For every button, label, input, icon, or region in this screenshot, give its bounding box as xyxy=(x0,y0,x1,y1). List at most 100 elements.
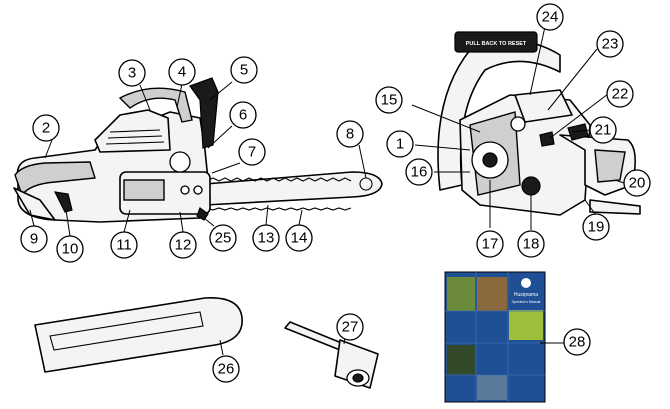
callout-20: 20 xyxy=(623,169,651,197)
leader-line xyxy=(547,48,598,111)
clutch-cover-panel xyxy=(123,179,165,201)
callout-circle xyxy=(336,313,364,341)
callout-circle xyxy=(386,130,414,158)
cooling-fins xyxy=(105,129,165,145)
guide-bar xyxy=(204,171,383,206)
rear-view-bar-stub xyxy=(589,199,641,215)
manual-photo-4 xyxy=(447,345,475,375)
callout-number: 27 xyxy=(342,319,359,336)
bar-cover xyxy=(34,297,243,373)
callout-circle xyxy=(110,231,138,259)
leader-line xyxy=(203,217,215,227)
callout-8: 8 xyxy=(336,120,364,148)
callout-4: 4 xyxy=(168,58,196,86)
manual-photo-2 xyxy=(477,277,507,311)
callout-13: 13 xyxy=(252,224,280,252)
callout-number: 16 xyxy=(411,164,428,181)
leader-lines xyxy=(29,21,625,356)
leader-line xyxy=(44,139,53,159)
operators-manual: Husqvarna Operator's Manual xyxy=(444,271,546,403)
callout-number: 17 xyxy=(482,236,499,253)
chainsaw-side-view xyxy=(13,77,383,223)
callout-number: 24 xyxy=(542,9,559,26)
callout-circle xyxy=(285,224,313,252)
bar-nut-rear xyxy=(193,185,203,195)
chain-brake-guard xyxy=(189,77,219,149)
oil-cap xyxy=(510,116,526,132)
callout-number: 22 xyxy=(612,86,629,103)
callout-22: 22 xyxy=(606,80,634,108)
rear-handle-grip xyxy=(594,149,626,183)
callout-number: 5 xyxy=(240,62,248,79)
callout-7: 7 xyxy=(238,138,266,166)
leader-line xyxy=(176,83,183,108)
callout-number: 3 xyxy=(128,65,136,82)
callout-circle xyxy=(536,3,564,31)
callout-number: 2 xyxy=(42,120,50,137)
callout-circle xyxy=(169,231,197,259)
callout-number: 9 xyxy=(30,231,38,248)
leader-line xyxy=(65,209,71,237)
callout-number: 13 xyxy=(258,230,275,247)
callout-27: 27 xyxy=(336,313,364,341)
callout-number: 8 xyxy=(346,126,354,143)
callout-number: 12 xyxy=(175,237,192,254)
callout-number: 25 xyxy=(215,230,232,247)
callout-number: 23 xyxy=(602,36,619,53)
leader-line xyxy=(298,209,303,226)
callout-circle xyxy=(238,138,266,166)
leader-line xyxy=(571,129,591,133)
callout-12: 12 xyxy=(169,231,197,259)
callout-24: 24 xyxy=(536,3,564,31)
callout-number: 18 xyxy=(523,236,540,253)
callout-number: 28 xyxy=(569,334,586,351)
callout-25: 25 xyxy=(209,224,237,252)
callout-18: 18 xyxy=(517,230,545,258)
chain-brake-plate xyxy=(454,31,538,53)
callout-circle xyxy=(563,328,591,356)
manual-photo-3 xyxy=(509,310,543,340)
rear-hand-guard xyxy=(13,187,56,221)
callout-number: 6 xyxy=(239,107,247,124)
saw-chain xyxy=(206,177,352,211)
callout-number: 20 xyxy=(629,175,646,192)
leader-line xyxy=(411,104,481,133)
callout-circle xyxy=(230,56,258,84)
handle-warning-text: PULL BACK TO RESET xyxy=(466,41,527,47)
callout-circle xyxy=(517,230,545,258)
callout-14: 14 xyxy=(285,224,313,252)
callout-2: 2 xyxy=(32,114,60,142)
leader-line xyxy=(549,93,609,139)
chain-catcher xyxy=(196,207,209,221)
callout-number: 26 xyxy=(218,361,235,378)
leader-line xyxy=(529,21,547,96)
callout-circle xyxy=(168,58,196,86)
leader-line xyxy=(265,204,269,226)
rear-view-front-handle xyxy=(437,40,561,191)
callout-10: 10 xyxy=(56,235,84,263)
manual-subtitle: Operator's Manual xyxy=(512,300,541,304)
manual-grid xyxy=(445,272,545,402)
callout-circle xyxy=(56,235,84,263)
callout-circle xyxy=(606,80,634,108)
callout-circle xyxy=(336,120,364,148)
callout-number: 4 xyxy=(178,64,186,81)
muffler xyxy=(169,151,191,173)
callout-circle xyxy=(623,169,651,197)
leader-line xyxy=(123,209,131,233)
callout-9: 9 xyxy=(20,225,48,253)
leader-line xyxy=(207,125,233,149)
choke-control xyxy=(539,131,555,147)
callout-circle xyxy=(229,101,257,129)
callout-circle xyxy=(32,114,60,142)
stop-switch xyxy=(567,123,589,141)
callout-17: 17 xyxy=(476,230,504,258)
callout-number: 7 xyxy=(248,144,256,161)
callout-23: 23 xyxy=(596,30,624,58)
leader-line xyxy=(211,162,241,174)
callout-15: 15 xyxy=(375,86,403,114)
leader-line xyxy=(358,144,367,179)
callout-circle xyxy=(476,230,504,258)
callout-circle xyxy=(20,225,48,253)
callout-circle xyxy=(596,30,624,58)
